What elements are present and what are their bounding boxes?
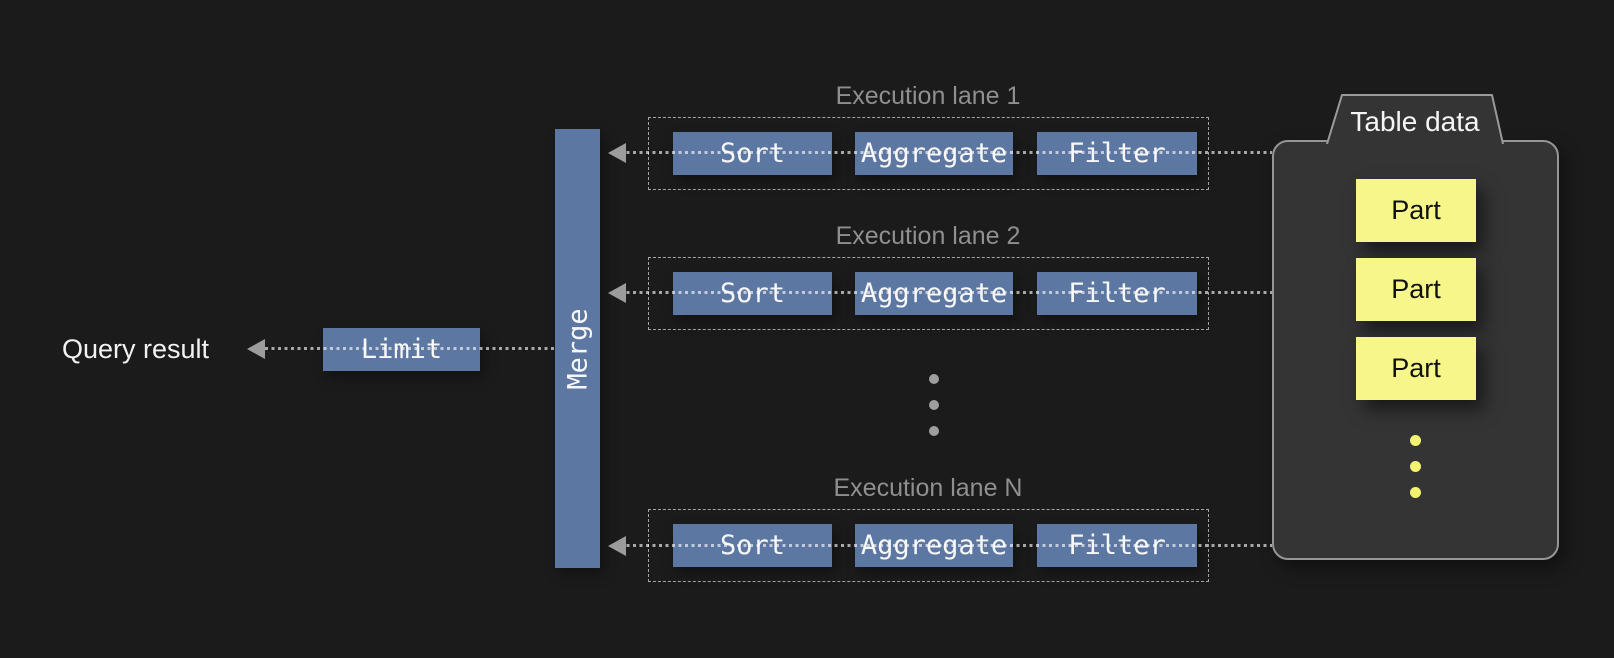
part-label: Part [1391,353,1441,383]
part-box: Part [1356,337,1476,400]
connector-lane-n [620,544,1272,547]
arrow-left-icon [247,339,265,359]
lane-n-label: Execution lane N [833,474,1023,502]
table-data-tab [1326,94,1504,144]
merge-label: Merge [562,307,593,390]
lane-ellipsis-dot [929,426,939,436]
connector-lane-2 [620,291,1272,294]
lane-ellipsis-dot [929,374,939,384]
query-result-label: Query result [62,334,210,364]
merge-operator-bar: Merge [555,129,600,568]
part-ellipsis-dot [1410,487,1421,498]
connector-lane-1 [620,151,1272,154]
lane-ellipsis-dot [929,400,939,410]
arrow-left-icon [608,143,626,163]
arrow-left-icon [608,283,626,303]
part-ellipsis-dot [1410,435,1421,446]
part-box: Part [1356,179,1476,242]
connector-merge-to-result [265,347,555,350]
table-data-title: Table data [1350,106,1480,137]
part-label: Part [1391,195,1441,225]
arrow-left-icon [608,536,626,556]
part-ellipsis-dot [1410,461,1421,472]
lane-1-label: Execution lane 1 [835,82,1021,110]
part-box: Part [1356,258,1476,321]
part-label: Part [1391,274,1441,304]
lane-2-label: Execution lane 2 [835,222,1021,250]
